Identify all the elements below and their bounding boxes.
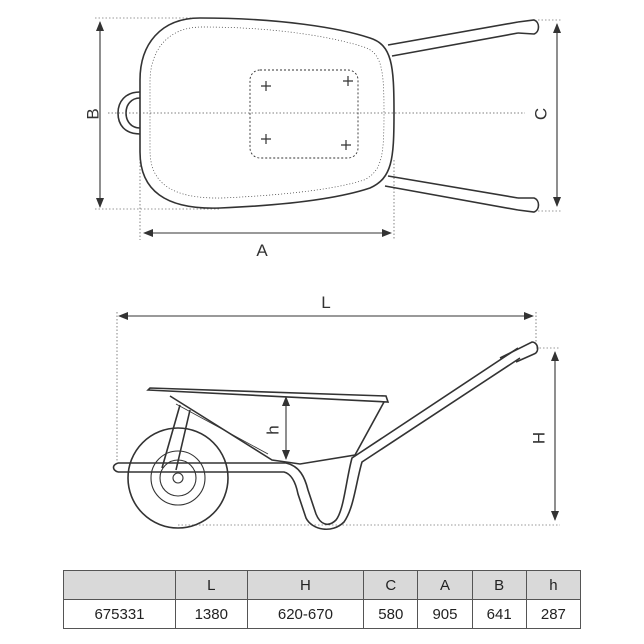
table-header-cell: A [417,570,473,600]
wheelbarrow-drawing: B C A L H h [83,17,562,530]
table-cell: 287 [525,599,582,629]
dim-label-l: L [321,293,330,312]
table-header-row: L H C A B h [63,570,582,600]
top-view-upper-handle [387,19,540,57]
dim-label-b: B [83,108,102,119]
table-cell: 580 [363,599,419,629]
top-view-tray-inner [149,26,385,199]
dimensions-table: L H C A B h 675331 1380 620-670 580 905 … [63,570,582,629]
side-view-tray-body [169,395,385,465]
table-cell: 905 [417,599,473,629]
side-view-frame-end [112,462,119,473]
table-header-cell: h [525,570,582,600]
side-view-wheel [127,427,229,529]
side-view-front-strut [161,404,191,471]
table-header-cell [63,570,176,600]
side-view-handle-grip [499,341,539,363]
side-view-tray-rim [146,387,390,403]
top-view-dimensions [95,17,562,240]
dim-label-h-small: h [263,425,282,434]
table-header-cell: B [471,570,527,600]
top-view-plate [249,69,359,159]
dim-label-c: C [531,108,550,120]
table-cell: 620-670 [246,599,365,629]
table-header-cell: C [363,570,419,600]
side-view-tray-inner-line [175,403,269,455]
side-view [112,341,539,530]
side-view-dimensions [116,312,560,526]
side-view-frame [118,347,519,526]
table-row: 675331 1380 620-670 580 905 641 287 [63,599,582,629]
top-view [117,17,540,213]
top-view-lower-handle [384,175,540,213]
dim-label-h: H [529,432,548,444]
table-cell: 1380 [175,599,248,629]
dim-label-a: A [256,241,268,260]
table-header-cell: L [175,570,248,600]
top-view-tray [139,17,395,209]
table-cell: 675331 [63,599,176,629]
table-cell: 641 [471,599,527,629]
top-view-bolts [261,76,353,150]
table-header-cell: H [246,570,365,600]
side-view-frame-inner [118,357,521,530]
